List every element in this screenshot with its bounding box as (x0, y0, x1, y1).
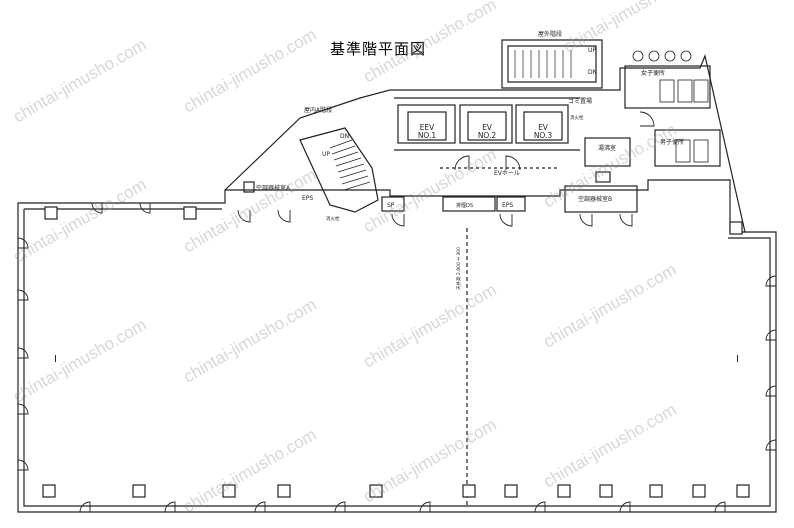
sp-box (381, 196, 405, 212)
label-dn-stair: DN (340, 133, 349, 140)
pantry (584, 137, 631, 167)
label-roof-stair: 屋外階段 (538, 30, 562, 38)
page-title: 基準階平面図 (330, 40, 427, 58)
label-up-top: UP (588, 47, 596, 54)
ds-box (442, 196, 496, 212)
label-col-right: I (736, 354, 739, 365)
label-mens-toilet: 男子便所 (660, 138, 684, 146)
label-fire-ext2: 消火栓 (326, 215, 340, 222)
label-pantry: 湯沸室 (598, 144, 616, 152)
label-sp: SP (387, 202, 395, 209)
label-ds: 排煙DS (456, 202, 473, 209)
elevator-3 (515, 104, 569, 144)
label-ac-room-b: 空調器械室B (578, 195, 612, 203)
eps-mid (496, 196, 526, 212)
label-womens-toilet: 女子便所 (641, 69, 665, 77)
label-col-left: I (54, 354, 57, 365)
label-fire-ext: 消火栓 (570, 114, 584, 121)
womens-toilet (624, 65, 711, 109)
office-inner-wall (23, 208, 771, 507)
label-ev-hall: EVホール (494, 170, 520, 177)
label-indoor-stair: 屋内A階段 (304, 106, 332, 114)
elevator-1 (397, 104, 456, 144)
upper-stair-box (501, 39, 603, 89)
label-eps-left: EPS (302, 195, 313, 202)
door-swings (17, 111, 777, 513)
elevator-2 (459, 104, 513, 144)
indoor-stair (299, 127, 379, 213)
core-outline (224, 54, 746, 233)
columns (42, 206, 750, 498)
label-up-stair: UP (322, 151, 330, 158)
ac-room-b (564, 185, 638, 213)
label-dn-top: DN (588, 69, 597, 76)
label-eps-mid: EPS (502, 202, 513, 209)
label-ceiling: 天井高 2,800 ⇔ 300 (455, 247, 462, 290)
office-outline (17, 179, 777, 513)
label-garbage: ゴミ置場 (568, 97, 592, 105)
label-ac-room-a: 空調器械室A (256, 184, 291, 192)
mens-toilet (654, 129, 721, 167)
